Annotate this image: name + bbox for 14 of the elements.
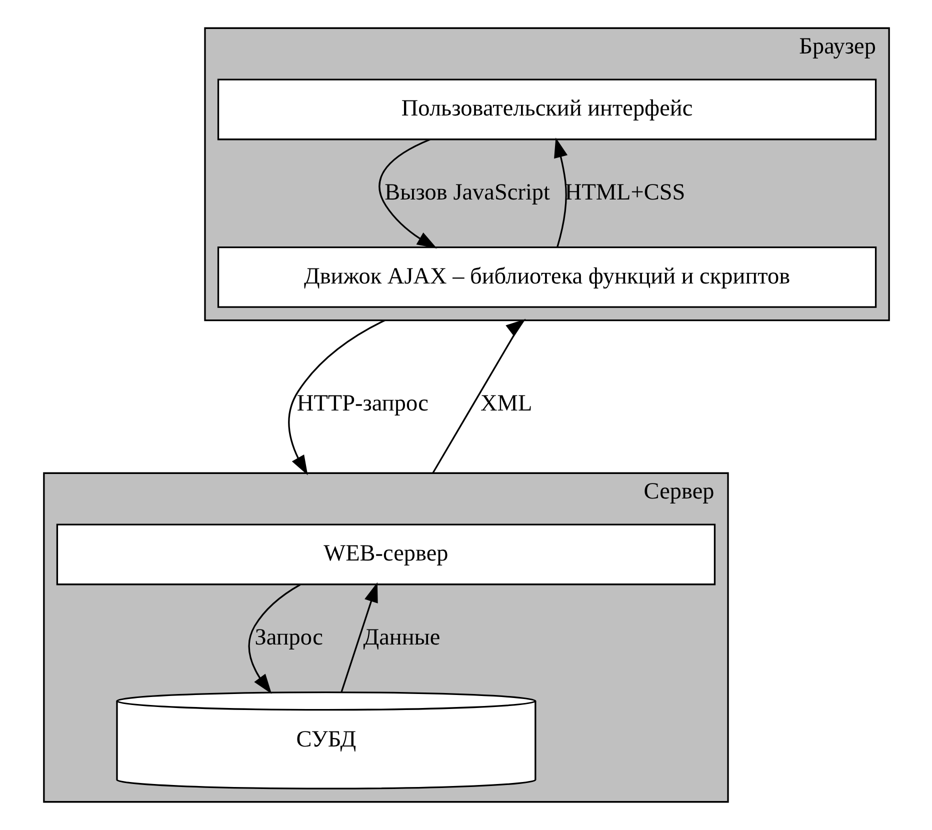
arrow [340, 582, 378, 692]
arrow [554, 138, 568, 248]
edge-label: Запрос [254, 624, 322, 650]
arrow [248, 584, 300, 694]
node-box: Пользовательский интерфейс [216, 78, 876, 140]
arrow [378, 138, 437, 248]
edge-label: XML [480, 390, 532, 416]
edge-label: HTTP-запрос [296, 390, 428, 416]
arrow [432, 318, 526, 474]
edge-label: Вызов JavaScript [384, 179, 550, 206]
arrow [288, 320, 385, 476]
node-box: WEB-сервер [56, 524, 716, 586]
edge-label: Данные [362, 624, 440, 650]
node-box: Движок AJAX – библиотека функций и скриптов [216, 246, 876, 308]
